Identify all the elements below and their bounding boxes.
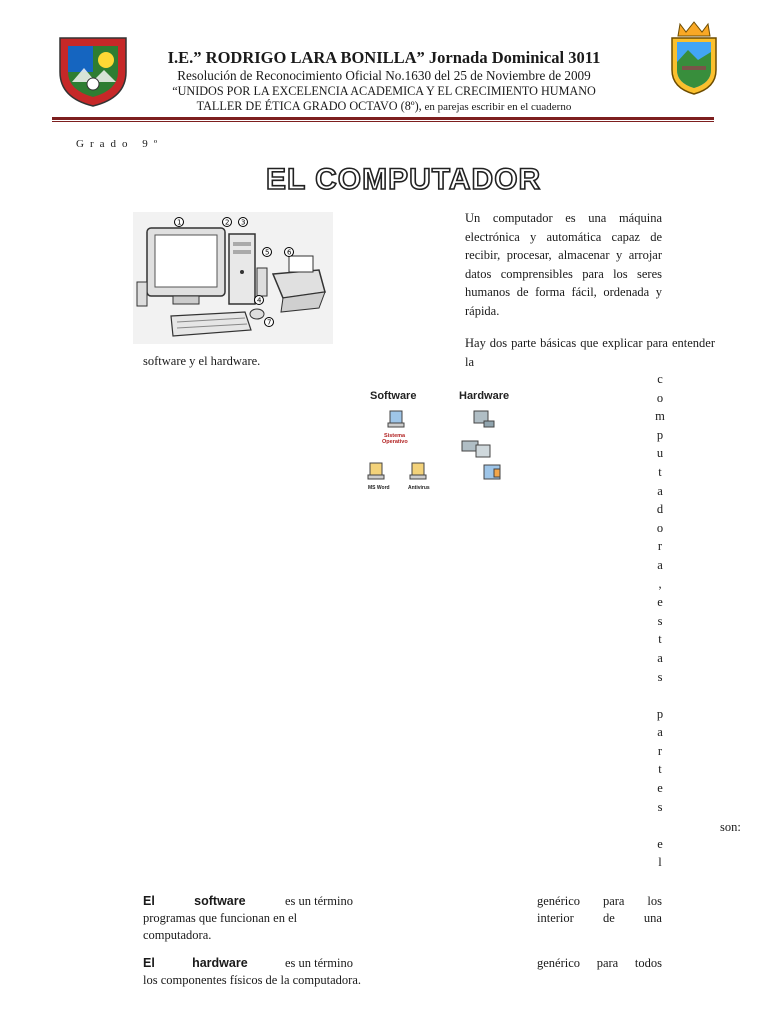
vertical-letter: a — [657, 725, 663, 740]
vertical-letter: c — [657, 372, 663, 386]
msword-label: MS Word — [368, 485, 390, 491]
figure-number-1: 1 — [177, 219, 181, 227]
software-right-word: una — [643, 911, 662, 925]
figure-number-3: 3 — [241, 219, 245, 227]
vertical-letter: p — [656, 427, 664, 442]
hardware-keyword-el: El — [143, 956, 155, 970]
vertical-letter: a — [657, 483, 663, 498]
page-title: EL COMPUTADOR — [260, 160, 550, 197]
grade-label: Grado 9º — [76, 138, 164, 150]
vertical-letter: o — [656, 390, 664, 405]
software-def-line2: programas que funcionan en el — [143, 911, 298, 925]
intro-continuation: software y el hardware. — [143, 354, 261, 368]
software-right-word: los — [647, 894, 662, 908]
resolution-line: Resolución de Reconocimiento Oficial No.… — [177, 68, 591, 83]
software-right-word: genérico — [537, 894, 581, 908]
figure-number-2: 2 — [225, 219, 229, 227]
hardware-def-line2: los componentes físicos de la computador… — [143, 973, 361, 987]
hardware-right-word: genérico — [537, 956, 581, 970]
vertical-letter: s — [657, 799, 663, 814]
figure-number-5: 5 — [265, 249, 269, 257]
vertical-letter: u — [656, 446, 664, 461]
software-right-word: de — [602, 911, 615, 925]
workshop-title: TALLER DE ÉTICA GRADO OCTAVO (8º), — [196, 99, 422, 113]
school-name: I.E.” RODRIGO LARA BONILLA” Jornada Domi… — [167, 48, 601, 67]
figure-number-4: 4 — [257, 297, 262, 305]
computer-icon — [409, 462, 427, 480]
school-crest-left — [54, 32, 132, 108]
hardware-def-line1: es un término — [284, 956, 353, 970]
workshop-note: en parejas escribir en el cuaderno — [421, 101, 572, 113]
intro-paragraph: Un computador es una máquina electrónica… — [465, 211, 662, 318]
intro-paragraph-2: Hay dos parte básicas que explicar para … — [465, 336, 715, 369]
software-def-line3: computadora. — [143, 928, 212, 942]
header-rule — [52, 117, 714, 120]
vertical-letter: a — [657, 557, 663, 572]
figure-number-6: 6 — [287, 249, 292, 257]
software-right-word: para — [602, 894, 625, 908]
computer-icon — [367, 462, 385, 480]
vertical-letter: m — [655, 409, 665, 424]
sistema-label: Sistema — [384, 433, 406, 439]
antivirus-label: Antivirus — [408, 485, 430, 491]
vertical-letter: d — [656, 502, 664, 517]
vertical-letter: t — [658, 464, 662, 479]
hardware-definition-right: genérico para todos — [537, 955, 662, 972]
vertical-letter: s — [657, 669, 663, 684]
hardware-right-word: todos — [634, 956, 662, 970]
software-keyword-el: El — [143, 894, 155, 908]
vertical-letter: p — [656, 706, 664, 721]
operativo-label: Operativo — [382, 439, 408, 445]
vertical-letter: o — [656, 520, 664, 535]
vertical-letter: a — [657, 650, 663, 665]
motto-line: “UNIDOS POR LA EXCELENCIA ACADEMICA Y EL… — [172, 84, 596, 98]
computer-illustration: 1 2 3 4 5 6 7 — [133, 212, 333, 344]
software-definition: El software es un término programas que … — [143, 893, 353, 944]
software-def-line1: es un término — [284, 894, 353, 908]
vertical-letter: , — [658, 576, 662, 591]
vertical-letter: e — [657, 781, 663, 796]
figure-number-7: 7 — [267, 319, 271, 327]
vertical-letter: e — [657, 595, 663, 610]
vertical-letter: r — [657, 743, 663, 758]
software-right-word: interior — [537, 911, 574, 925]
hardware-definition: El hardware es un término los componente… — [143, 955, 383, 989]
workshop-line: TALLER DE ÉTICA GRADO OCTAVO (8º), en pa… — [138, 99, 630, 114]
vertical-letter — [653, 686, 667, 705]
page-title-text: EL COMPUTADOR — [266, 163, 541, 194]
hardware-keyword: hardware — [192, 956, 248, 970]
software-label: Software — [370, 390, 416, 402]
vertical-letter: e — [657, 836, 663, 851]
hardware-right-word: para — [596, 956, 619, 970]
vertical-letter — [653, 816, 667, 835]
municipal-crest-right — [668, 20, 720, 96]
vertical-letter: s — [657, 613, 663, 628]
computer-icon — [387, 410, 405, 428]
software-keyword: software — [194, 894, 246, 908]
son-text: son: — [720, 820, 741, 834]
software-definition-right: genérico para los interior de una — [537, 893, 662, 927]
vertical-letter: t — [658, 632, 662, 647]
header-rule-thin — [52, 121, 714, 122]
vertical-letter: l — [658, 855, 662, 870]
hardware-label: Hardware — [459, 390, 509, 402]
vertical-letter: r — [657, 539, 663, 554]
software-hardware-figure: Software Hardware Sistema Operativo MS W… — [364, 385, 524, 497]
vertical-letter: t — [658, 762, 662, 777]
hardware-icon — [461, 410, 501, 480]
